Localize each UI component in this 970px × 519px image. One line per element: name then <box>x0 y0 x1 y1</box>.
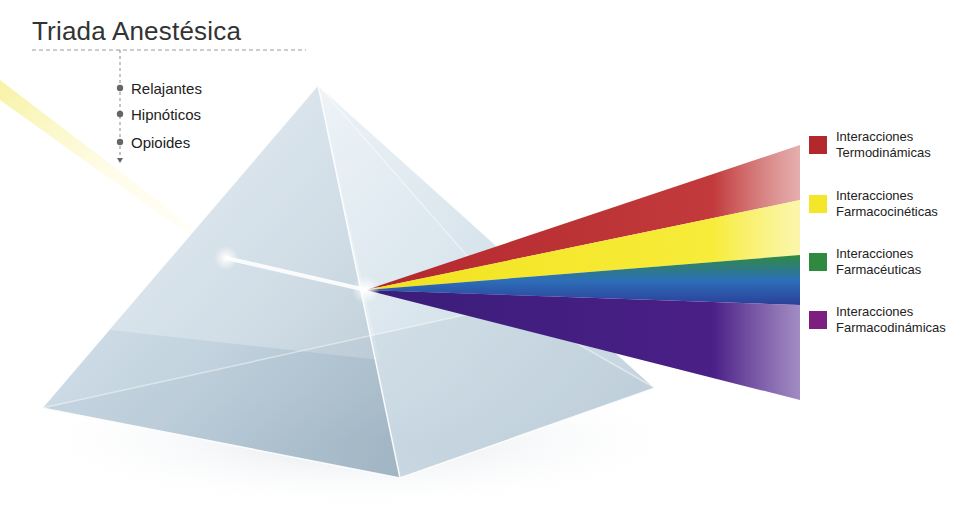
legend-text: Interacciones Farmacéuticas <box>836 246 964 277</box>
legend-text: Interacciones Termodinámicas <box>836 129 964 160</box>
legend-swatch <box>809 253 827 271</box>
legend-swatch <box>809 136 827 154</box>
legend-swatch <box>809 311 827 329</box>
legend-text: Interacciones Farmacocinéticas <box>836 188 964 219</box>
legend-swatch <box>809 195 827 213</box>
legend-text: Interacciones Farmacodinámicas <box>836 304 964 335</box>
diagram-title: Triada Anestésica <box>32 16 241 47</box>
list-item: Relajantes <box>131 80 202 97</box>
list-item: Hipnóticos <box>131 106 201 123</box>
list-item: Opioides <box>131 134 190 151</box>
